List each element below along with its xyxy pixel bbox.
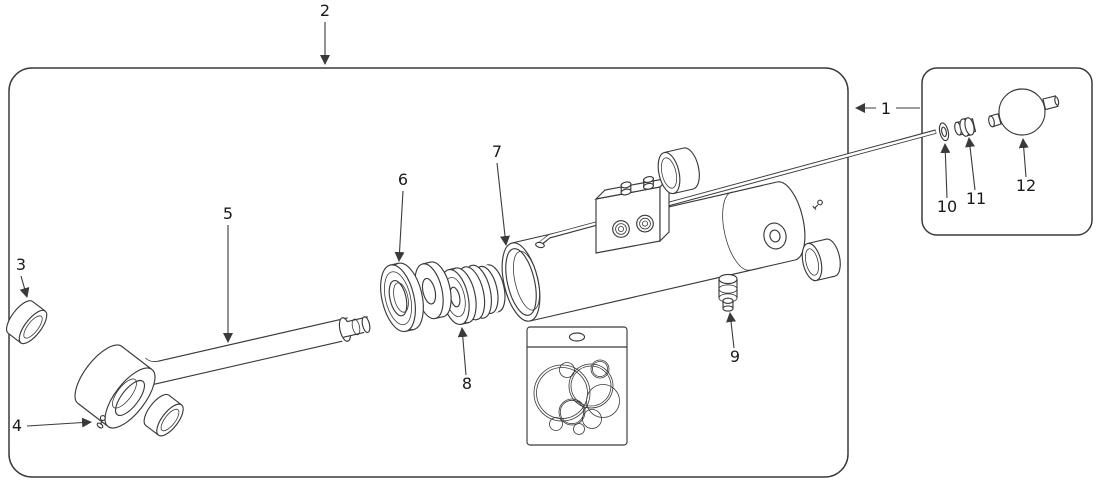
callout-10-label: 10 bbox=[937, 197, 957, 216]
o-rings bbox=[533, 359, 620, 435]
cap-bushing-right bbox=[801, 238, 841, 282]
pivot-bushing-lower bbox=[143, 393, 184, 437]
callout-3: 3 bbox=[16, 255, 30, 298]
breather-plug bbox=[718, 273, 738, 312]
callout-1: 1 bbox=[855, 99, 920, 118]
callout-6-label: 6 bbox=[398, 170, 408, 189]
piston-assembly bbox=[440, 264, 506, 326]
detail-box bbox=[921, 67, 1093, 236]
pivot-bushing-left bbox=[5, 300, 48, 345]
callout-3-label: 3 bbox=[16, 255, 26, 274]
hydraulic-line bbox=[535, 129, 937, 249]
callout-9: 9 bbox=[726, 312, 740, 366]
callout-11-label: 11 bbox=[966, 189, 986, 208]
callout-12-label: 12 bbox=[1016, 176, 1036, 195]
callout-9-label: 9 bbox=[730, 347, 740, 366]
callout-6: 6 bbox=[394, 170, 408, 262]
callout-7: 7 bbox=[492, 142, 510, 246]
callout-4: 4 bbox=[12, 416, 92, 435]
inline-fitting bbox=[954, 117, 977, 137]
callout-12: 12 bbox=[1016, 138, 1036, 195]
callout-7-label: 7 bbox=[492, 142, 502, 161]
callout-1-label: 1 bbox=[881, 99, 891, 118]
callout-2: 2 bbox=[320, 1, 330, 65]
sealing-washer bbox=[938, 122, 950, 142]
cap-bushing-upper bbox=[657, 147, 700, 195]
set-screw bbox=[812, 199, 823, 210]
grease-fitting bbox=[96, 415, 106, 429]
callout-11: 11 bbox=[965, 137, 986, 208]
callout-10: 10 bbox=[937, 143, 957, 216]
rod-gland bbox=[380, 261, 452, 333]
port-block bbox=[594, 175, 671, 254]
callout-8-label: 8 bbox=[462, 374, 472, 393]
callout-5-label: 5 bbox=[223, 204, 233, 223]
callout-8: 8 bbox=[457, 327, 472, 393]
piston-rod bbox=[141, 316, 371, 390]
rod-eye bbox=[74, 344, 156, 429]
accumulator-ball bbox=[988, 88, 1060, 136]
callout-5: 5 bbox=[223, 204, 233, 343]
callout-2-label: 2 bbox=[320, 1, 330, 20]
seal-kit-bag bbox=[526, 326, 628, 446]
callout-4-label: 4 bbox=[12, 416, 22, 435]
cylinder-barrel bbox=[501, 181, 806, 322]
